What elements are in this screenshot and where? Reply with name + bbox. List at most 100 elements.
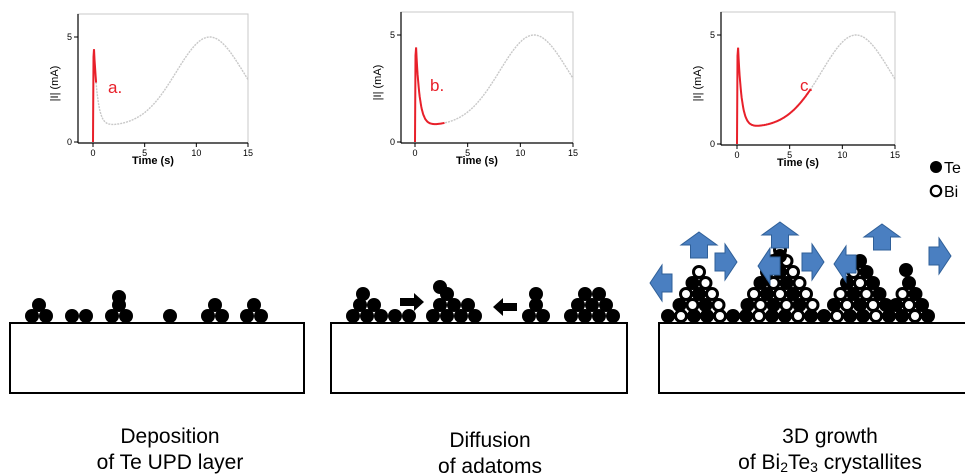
atom-c-pyramid-4 bbox=[915, 298, 929, 312]
plot-a-x-tick-label: 15 bbox=[243, 148, 253, 158]
atom-c-pyramid-2 bbox=[799, 287, 813, 301]
caption-a-line1: Deposition bbox=[120, 425, 220, 448]
te-atom-b bbox=[592, 309, 606, 323]
growth-right-arrow-icon bbox=[801, 242, 825, 282]
atom-c-pyramid-3 bbox=[827, 298, 841, 312]
atom-c-pyramid-1 bbox=[692, 265, 706, 279]
caption-c-part-te: Te bbox=[787, 451, 811, 474]
atom-c-pyramid-4 bbox=[902, 276, 916, 290]
plot-b-highlight-trace bbox=[414, 47, 445, 143]
atom-c-base bbox=[700, 309, 714, 323]
te-atom-b bbox=[522, 309, 536, 323]
plot-a-y-tick-label: 0 bbox=[67, 137, 72, 147]
caption-c-part-rest: crystallites bbox=[817, 451, 922, 474]
te-atom-b bbox=[578, 309, 592, 323]
caption-c-sub-3: 3 bbox=[810, 459, 818, 475]
plot-b-x-tick-label: 5 bbox=[465, 148, 470, 158]
atom-c-pyramid-2 bbox=[805, 298, 820, 312]
plot-b-full-trace bbox=[414, 34, 574, 143]
growth-left-arrow-icon bbox=[833, 244, 857, 284]
atom-c-base bbox=[817, 309, 831, 323]
atom-c-pyramid-2 bbox=[792, 298, 807, 312]
atom-c-base bbox=[726, 309, 740, 323]
te-atom-a bbox=[254, 309, 268, 323]
te-atom-b bbox=[468, 309, 482, 323]
te-atom-b bbox=[346, 309, 360, 323]
te-atom-a bbox=[25, 309, 39, 323]
te-atom-a bbox=[240, 309, 254, 323]
plot-c-x-tick-label: 15 bbox=[890, 150, 900, 160]
caption-a: Deposition of Te UPD layer bbox=[40, 424, 300, 475]
atom-c-base bbox=[895, 309, 909, 323]
atom-c-base bbox=[908, 309, 922, 323]
growth-left-arrow-icon bbox=[649, 263, 673, 303]
te-atom-a bbox=[65, 309, 79, 323]
te-atom-b bbox=[461, 298, 475, 312]
atom-c-base bbox=[856, 309, 870, 323]
te-atom-b bbox=[433, 280, 447, 294]
atom-c-pyramid-2 bbox=[779, 298, 794, 312]
plot-c-highlight-trace bbox=[736, 47, 812, 145]
te-atom-b bbox=[433, 298, 447, 312]
plot-c-full-trace bbox=[736, 34, 896, 145]
plot-a-xlabel: Time (s) bbox=[132, 155, 174, 167]
caption-b-line1: Diffusion bbox=[449, 429, 531, 452]
te-atom-b bbox=[388, 309, 402, 323]
te-atom-b bbox=[402, 309, 416, 323]
atom-c-pyramid-3 bbox=[833, 287, 848, 301]
atom-c-pyramid-2 bbox=[760, 287, 774, 301]
plot-a-frame bbox=[77, 13, 249, 144]
atom-c-pyramid-4 bbox=[902, 298, 916, 312]
te-atom-b bbox=[536, 309, 550, 323]
atom-c-base bbox=[778, 309, 792, 323]
plot-a-highlight-trace bbox=[92, 49, 98, 143]
atom-c-base bbox=[739, 309, 753, 323]
atom-c-pyramid-2 bbox=[740, 298, 755, 312]
plot-a-full-trace bbox=[92, 36, 249, 143]
te-atom-b bbox=[367, 298, 381, 312]
te-atom-b bbox=[426, 309, 440, 323]
te-atom-a bbox=[201, 309, 215, 323]
atom-c-pyramid-3 bbox=[879, 298, 893, 312]
atom-c-pyramid-3 bbox=[840, 298, 854, 312]
atom-c-pyramid-1 bbox=[685, 276, 700, 290]
atom-c-pyramid-2 bbox=[786, 265, 800, 279]
plot-a-panel-label: a. bbox=[108, 78, 122, 97]
plot-b-x-tick-label: 0 bbox=[412, 148, 417, 158]
diffusion-right-arrow-icon bbox=[400, 293, 424, 311]
substrate-a bbox=[9, 322, 305, 394]
atom-c-base bbox=[791, 309, 805, 323]
te-atom-b bbox=[440, 309, 454, 323]
plot-c-x-tick-label: 0 bbox=[734, 150, 739, 160]
te-atom-b bbox=[571, 298, 585, 312]
plot-c-y-tick-label: 0 bbox=[710, 139, 715, 149]
plot-b-ylabel: |I| (mA) bbox=[372, 65, 384, 101]
te-atom-b bbox=[374, 309, 388, 323]
te-atom-b bbox=[599, 298, 613, 312]
atom-c-pyramid-1 bbox=[679, 287, 693, 301]
plot-c-ylabel: |I| (mA) bbox=[692, 66, 704, 102]
caption-c-part-bi: of Bi bbox=[738, 451, 781, 474]
plot-a-x-tick-label: 0 bbox=[90, 148, 95, 158]
atom-c-pyramid-1 bbox=[711, 298, 726, 312]
caption-c-sub-2: 2 bbox=[780, 459, 788, 475]
atom-c-pyramid-2 bbox=[779, 276, 794, 290]
atom-c-base bbox=[830, 309, 844, 323]
te-atom-a bbox=[215, 309, 229, 323]
te-atom-b bbox=[592, 287, 606, 301]
atom-c-pyramid-2 bbox=[747, 287, 761, 301]
te-atom-a bbox=[105, 309, 119, 323]
atom-c-pyramid-1 bbox=[698, 298, 713, 312]
te-atom-b bbox=[529, 298, 543, 312]
te-atom-b bbox=[578, 287, 592, 301]
te-atom-b bbox=[529, 287, 543, 301]
plot-c-x-tick-label: 5 bbox=[787, 150, 792, 160]
growth-up-arrow-icon bbox=[760, 221, 800, 249]
caption-c-line2: of Bi2Te3 crystallites bbox=[700, 450, 960, 475]
atom-c-pyramid-4 bbox=[895, 287, 910, 301]
atom-c-pyramid-3 bbox=[853, 298, 867, 312]
atom-c-base bbox=[869, 309, 883, 323]
plot-b-panel-label: b. bbox=[430, 76, 444, 95]
growth-up-arrow-icon bbox=[862, 223, 902, 251]
